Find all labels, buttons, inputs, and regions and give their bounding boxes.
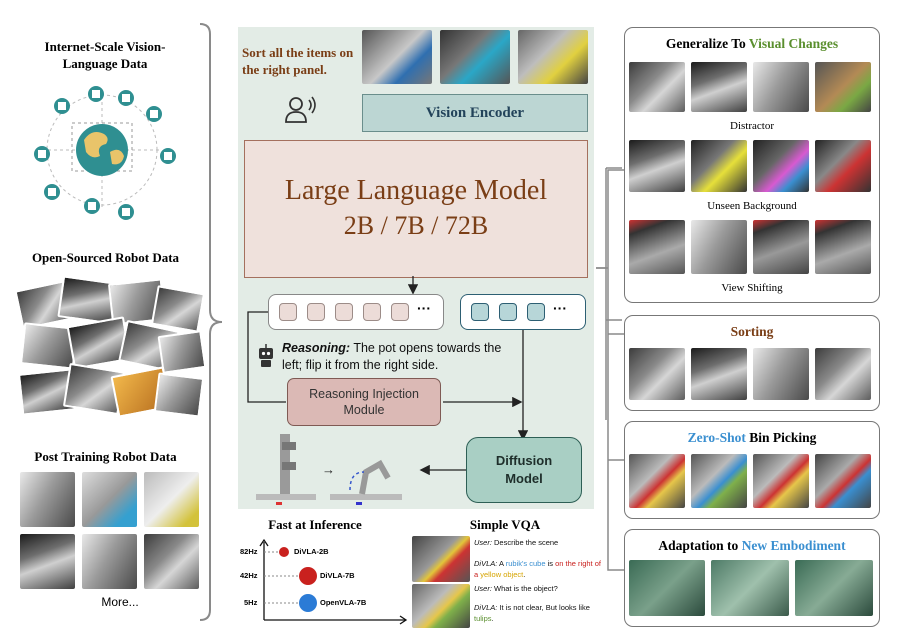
bin-image [753,454,809,508]
model-label: DiVLA-2B [294,547,329,556]
token [471,303,489,321]
embodiment-panel: Adaptation to New Embodiment [624,529,880,627]
hz-label: 5Hz [244,598,258,607]
more-label: More... [101,595,139,609]
model-label: DiVLA-7B [320,571,355,580]
view-image [629,220,685,274]
inference-dot-divla-2b [279,547,289,557]
generalize-title: Generalize To Visual Changes [665,36,839,51]
view-image [815,220,871,274]
token [335,303,353,321]
distractor-image [815,62,871,112]
embodiment-title: Adaptation to New Embodiment [658,538,846,553]
llm-title: Large Language Model [284,175,548,206]
embodiment-image [711,560,789,616]
task-instruction: Sort all the items on the right panel. [242,45,354,77]
hz-label: 82Hz [240,547,258,556]
hz-label: 42Hz [240,571,258,580]
bin-image [629,454,685,508]
robot-icon [259,344,273,367]
token [499,303,517,321]
token [363,303,381,321]
background-image [753,140,809,192]
embodiment-image [795,560,873,616]
sorting-image [691,348,747,400]
token [279,303,297,321]
globe-icon [76,124,128,176]
task-image [440,30,510,84]
diffusion-model-box: Diffusion Model [466,437,582,503]
inference-chart [259,538,408,625]
llm-box: Large Language Model 2B / 7B / 72B [244,140,588,278]
distractor-image [629,62,685,112]
bracket [199,23,223,621]
inference-dot-divla-7b [299,567,317,585]
zero-shot-title: Zero-Shot Bin Picking [687,430,817,445]
open-robot-data-title: Open-Sourced Robot Data [31,250,180,265]
speaker-icon [285,96,316,123]
generalize-panel: Generalize To Visual Changes Distractor … [624,27,880,303]
internet-data-title: Internet-Scale Vision-Language Data [44,39,166,71]
view-shifting-label: View Shifting [721,282,783,294]
reasoning-injection-box: Reasoning Injection Module [287,378,441,426]
bin-image [815,454,871,508]
sorting-image [815,348,871,400]
background-image [691,140,747,192]
post-train-image [144,534,199,589]
reasoning-text: Reasoning: The pot opens towards the lef… [282,340,512,374]
robot-arm-illustration [256,434,402,505]
vqa-dialog-1: User: Describe the scene DiVLA: A rubik'… [474,538,601,579]
inference-title: Fast at Inference [268,517,362,532]
distractor-label: Distractor [730,120,774,132]
post-train-image [144,472,199,527]
post-train-image [20,534,75,589]
reasoning-label: Reasoning: [282,341,351,355]
action-token-group: ··· [460,294,586,330]
vision-encoder-box: Vision Encoder [362,94,588,132]
connector-arrows [247,276,529,476]
arrow-glyph: → [322,462,335,477]
inference-dot-openvla-7b [299,594,317,612]
reasoning-token-group: ··· [268,294,444,330]
task-image [518,30,588,84]
post-training-data-title: Post Training Robot Data [34,449,177,464]
vqa-image [412,536,470,582]
vqa-image [412,584,470,628]
post-train-image [82,534,137,589]
reasoning-injection-label: Reasoning Injection Module [309,387,419,417]
bin-image [691,454,747,508]
post-train-image [20,472,75,527]
token-ellipsis: ··· [417,300,431,316]
vqa-title: Simple VQA [469,517,541,532]
photo-collage [14,275,207,425]
sorting-image [629,348,685,400]
token [307,303,325,321]
unseen-background-label: Unseen Background [707,200,797,212]
sorting-image [753,348,809,400]
sorting-title: Sorting [730,324,774,339]
view-image [691,220,747,274]
llm-sizes: 2B / 7B / 72B [343,211,489,240]
sorting-panel: Sorting [624,315,880,411]
distractor-image [753,62,809,112]
background-image [629,140,685,192]
token [391,303,409,321]
token [527,303,545,321]
network-diagram [34,86,176,220]
vqa-dialog-2: User: What is the object? DiVLA: It is n… [474,584,590,623]
task-image [362,30,432,84]
post-train-image [82,472,137,527]
embodiment-image [629,560,705,616]
view-image [753,220,809,274]
background-image [815,140,871,192]
distractor-image [691,62,747,112]
token-ellipsis: ··· [553,300,567,316]
model-label: OpenVLA-7B [320,598,367,607]
reasoning-body: The pot opens towards the left; flip it … [282,341,502,372]
diffusion-model-label: Diffusion Model [495,453,553,486]
zero-shot-panel: Zero-Shot Bin Picking [624,421,880,519]
right-bracket-lines [596,169,624,571]
